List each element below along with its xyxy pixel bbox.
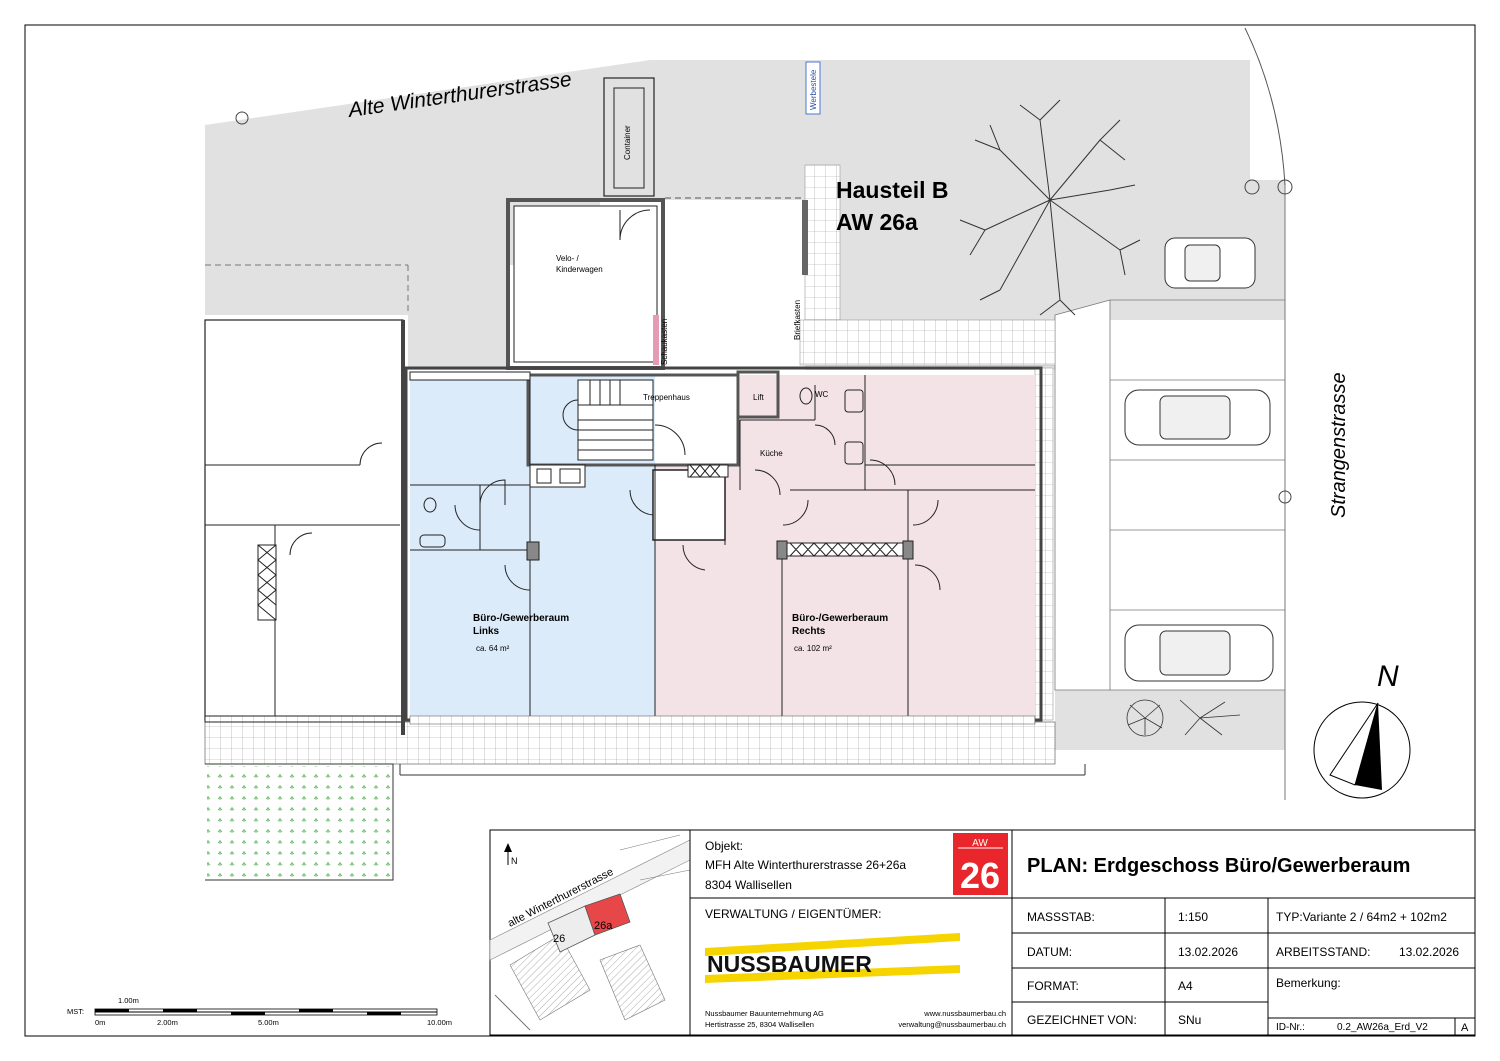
velo-room-label: Velo- / bbox=[556, 254, 579, 263]
bemerkung-label: Bemerkung: bbox=[1276, 976, 1341, 990]
objekt-line-2: 8304 Wallisellen bbox=[705, 878, 792, 892]
company-logo: NUSSBAUMER bbox=[705, 933, 960, 983]
shrub-icon bbox=[1126, 699, 1241, 737]
title-block bbox=[689, 829, 1476, 1036]
tree-icon bbox=[959, 99, 1141, 316]
verwaltung-label: VERWALTUNG / EIGENTÜMER: bbox=[705, 907, 881, 921]
svg-text:26a: 26a bbox=[594, 920, 613, 932]
treppenhaus-label: Treppenhaus bbox=[643, 393, 690, 402]
svg-text:10.00m: 10.00m bbox=[427, 1018, 452, 1027]
gezeichnet-label: GEZEICHNET VON: bbox=[1027, 1013, 1137, 1027]
svg-text:2.00m: 2.00m bbox=[157, 1018, 178, 1027]
room-left-title: Büro-/Gewerberaum bbox=[473, 613, 569, 624]
parked-car-icon bbox=[1124, 237, 1274, 682]
room-right-subtitle: Rechts bbox=[792, 626, 826, 637]
svg-text:26: 26 bbox=[553, 933, 565, 945]
massstab-label: MASSSTAB: bbox=[1027, 910, 1095, 924]
datum-value: 13.02.2026 bbox=[1178, 945, 1238, 959]
room-left-subtitle: Links bbox=[473, 626, 500, 637]
velo-room-label-2: Kinderwagen bbox=[556, 265, 603, 274]
company-web: www.nussbaumerbau.ch bbox=[923, 1009, 1006, 1018]
objekt-line-1: MFH Alte Winterthurerstrasse 26+26a bbox=[705, 858, 906, 872]
plan-title: PLAN: Erdgeschoss Büro/Gewerberaum bbox=[1027, 855, 1410, 877]
aw-badge bbox=[953, 833, 1008, 895]
arbeitsstand-value: 13.02.2026 bbox=[1399, 945, 1459, 959]
datum-label: DATUM: bbox=[1027, 945, 1072, 959]
werbestele-sign bbox=[805, 61, 821, 115]
building-walls bbox=[404, 77, 1043, 725]
north-letter: N bbox=[1377, 660, 1399, 693]
id-label: ID-Nr.: bbox=[1276, 1022, 1305, 1033]
revision-letter: A bbox=[1461, 1022, 1469, 1034]
gezeichnet-value: SNu bbox=[1178, 1013, 1201, 1027]
building-part-address: AW 26a bbox=[836, 209, 918, 235]
wc-label: WC bbox=[815, 390, 829, 399]
arbeitsstand-label: ARBEITSSTAND: bbox=[1276, 945, 1370, 959]
id-value: 0.2_AW26a_Erd_V2 bbox=[1337, 1022, 1428, 1033]
svg-text:5.00m: 5.00m bbox=[258, 1018, 279, 1027]
room-right-title: Büro-/Gewerberaum bbox=[792, 613, 888, 624]
sheet-frame bbox=[24, 24, 1476, 1037]
massstab-value: 1:150 bbox=[1178, 910, 1208, 924]
aw-badge-top: AW bbox=[972, 838, 988, 849]
aw-badge-number: 26 bbox=[960, 855, 1000, 896]
kueche-label: Küche bbox=[760, 449, 783, 458]
werbestele-label: Werbestele bbox=[809, 69, 818, 110]
briefkasten-label: Briefkasten bbox=[793, 300, 802, 340]
building-part-title: Hausteil B bbox=[836, 177, 948, 203]
room-right-area: ca. 102 m² bbox=[794, 644, 832, 653]
location-map: alte Winterthurerstrasse 26 26a N bbox=[489, 829, 691, 1036]
schaukasten-label: Schaukasten bbox=[660, 319, 669, 365]
company-name: Nussbaumer Bauunternehmung AG bbox=[705, 1009, 824, 1018]
svg-text:N: N bbox=[511, 856, 518, 866]
scale-bar: MST: 1.00m 0m 2.00m 5.00m 10.00m bbox=[67, 996, 452, 1027]
company-email: verwaltung@nussbaumerbau.ch bbox=[898, 1020, 1006, 1029]
north-arrow-icon: N bbox=[1313, 660, 1411, 799]
company-address: Hertistrasse 25, 8304 Wallisellen bbox=[705, 1020, 814, 1029]
svg-text:1.00m: 1.00m bbox=[118, 996, 139, 1005]
svg-text:0m: 0m bbox=[95, 1018, 105, 1027]
container-label: Container bbox=[623, 125, 632, 160]
neighbour-building bbox=[204, 319, 405, 735]
lift-label: Lift bbox=[753, 393, 764, 402]
site-ground bbox=[204, 27, 1293, 881]
street-label-right: Strangenstrasse bbox=[1328, 372, 1350, 518]
svg-text:MST:: MST: bbox=[67, 1007, 84, 1016]
objekt-label: Objekt: bbox=[705, 839, 743, 853]
format-value: A4 bbox=[1178, 979, 1193, 993]
format-label: FORMAT: bbox=[1027, 979, 1079, 993]
room-left-area: ca. 64 m² bbox=[476, 644, 510, 653]
typ-value: TYP:Variante 2 / 64m2 + 102m2 bbox=[1276, 910, 1447, 924]
company-logo-text: NUSSBAUMER bbox=[707, 951, 872, 977]
